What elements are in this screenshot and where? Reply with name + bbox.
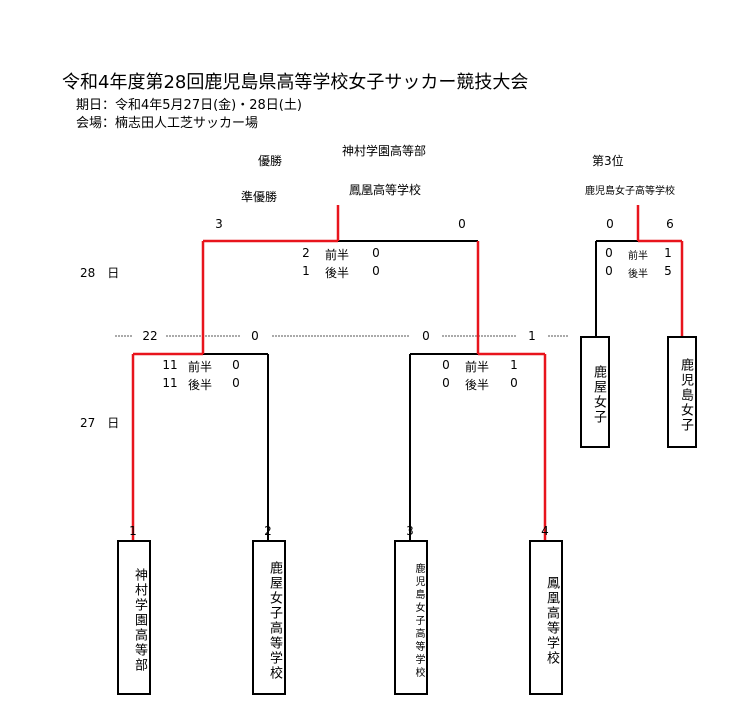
winner-label: 優勝 [258,154,283,168]
team-box-1: 神村学園高等部 [117,540,151,695]
page-title: 令和4年度第28回鹿児島県高等学校女子サッカー競技大会 [62,72,529,93]
sf1-1h-left: 11 [162,358,178,372]
day-27-label: 27 日 [80,416,120,430]
third-2h-label: 後半 [628,269,648,280]
third-1h-label: 前半 [628,251,648,262]
sf2-1h-right: 1 [510,358,518,372]
day-28-label: 28 日 [80,266,120,280]
sf2-1h-left: 0 [442,358,450,372]
sf2-left-score: 0 [416,329,436,343]
third-name: 鹿児島女子高等学校 [585,186,675,197]
third-2h-left: 0 [605,264,613,278]
winner-path [131,205,684,540]
third-right-score: 6 [666,217,674,231]
third-label: 第3位 [592,154,624,168]
final-right-score: 0 [458,217,466,231]
final-2h-left: 1 [302,264,310,278]
final-1h-right: 0 [372,246,380,260]
sf1-2h-right: 0 [232,376,240,390]
third-left-score: 0 [606,217,614,231]
team-box-2: 鹿屋女子高等学校 [252,540,286,695]
third-2h-right: 5 [664,264,672,278]
runner-up-label: 準優勝 [241,190,278,204]
seed-3: 3 [406,524,414,538]
sf2-1h-label: 前半 [465,360,490,374]
sf2-right-score: 1 [522,329,542,343]
final-2h-right: 0 [372,264,380,278]
venue-line: 会場：楠志田人工芝サッカー場 [76,116,259,131]
runner-up-name: 鳳凰高等学校 [349,183,422,197]
third-1h-right: 1 [664,246,672,260]
seed-2: 2 [264,524,272,538]
sf2-2h-label: 後半 [465,378,490,392]
final-left-score: 3 [215,217,223,231]
team-box-3: 鹿児島女子高等学校 [394,540,428,695]
final-2h-label: 後半 [325,266,350,280]
team-box-4: 鳳凰高等学校 [529,540,563,695]
final-1h-left: 2 [302,246,310,260]
third-1h-left: 0 [605,246,613,260]
sf2-2h-right: 0 [510,376,518,390]
sf1-2h-left: 11 [162,376,178,390]
sf1-1h-label: 前半 [188,360,213,374]
seed-4: 4 [541,524,549,538]
seed-1: 1 [129,524,137,538]
sf2-2h-left: 0 [442,376,450,390]
date-line: 期日：令和4年5月27日(金)・28日(土) [76,98,302,113]
sf1-left-score: 22 [140,329,160,343]
third-team-left-box: 鹿屋女子 [580,336,610,448]
final-1h-label: 前半 [325,248,350,262]
sf1-1h-right: 0 [232,358,240,372]
winner-name: 神村学園高等部 [342,144,427,158]
third-team-right-box: 鹿児島女子 [667,336,697,448]
sf1-right-score: 0 [245,329,265,343]
sf1-2h-label: 後半 [188,378,213,392]
